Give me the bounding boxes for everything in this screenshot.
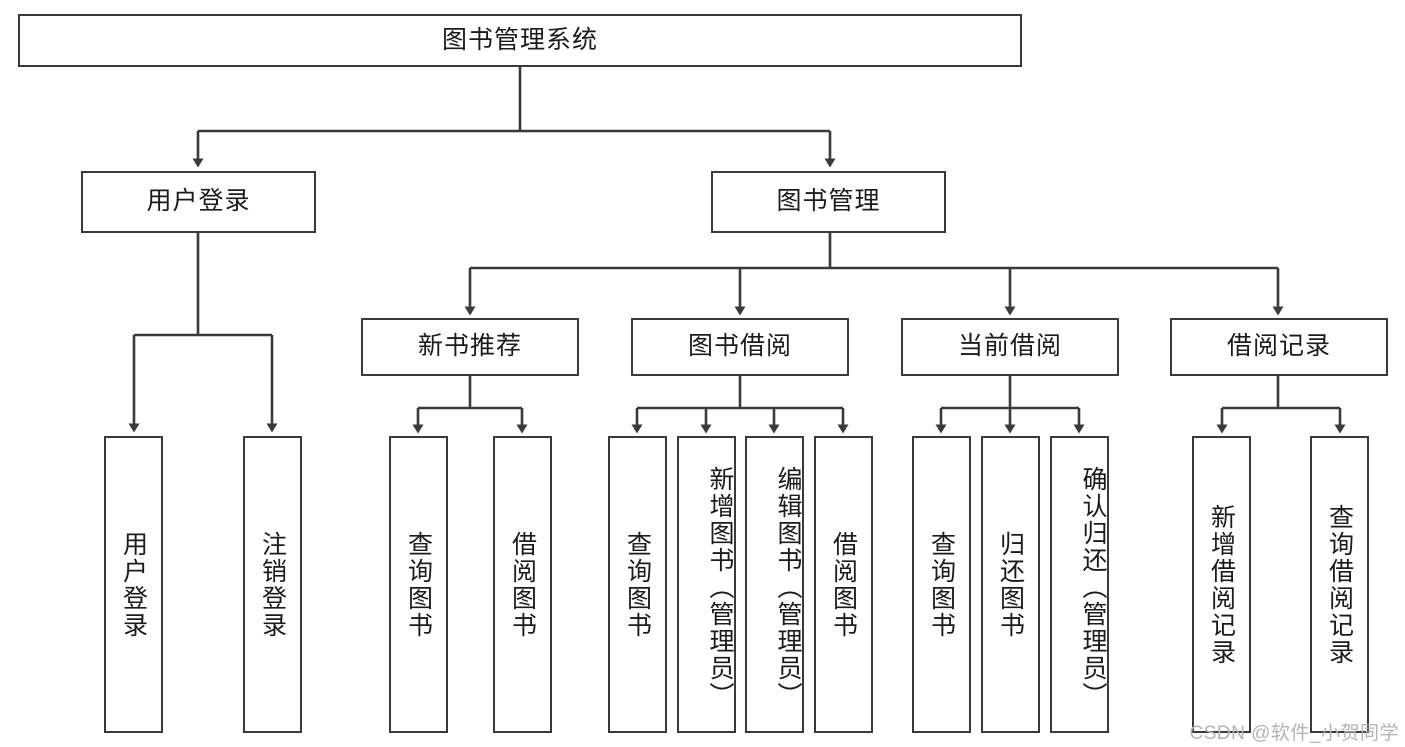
leaf-book-borrow-query-book[interactable]: 查询图书	[608, 436, 667, 733]
node-label: 新增图书（管理员）	[706, 466, 734, 709]
node-label: 用户登录	[119, 530, 148, 639]
node-label: 编辑图书（管理员）	[774, 466, 802, 709]
node-label: 新增借阅记录	[1207, 503, 1236, 666]
leaf-borrow-record-query-record[interactable]: 查询借阅记录	[1310, 436, 1369, 733]
leaf-new-book-borrow-book[interactable]: 借阅图书	[493, 436, 552, 733]
leaf-new-book-query-book[interactable]: 查询图书	[389, 436, 448, 733]
node-label: 新书推荐	[417, 332, 522, 361]
leaf-book-borrow-borrow-book[interactable]: 借阅图书	[814, 436, 873, 733]
node-label: 查询图书	[404, 530, 433, 639]
node-book-borrow[interactable]: 图书借阅	[631, 318, 849, 376]
leaf-current-borrow-return-book[interactable]: 归还图书	[981, 436, 1040, 733]
node-book-management[interactable]: 图书管理	[711, 171, 946, 233]
node-label: 查询图书	[927, 530, 956, 639]
node-label: 当前借阅	[957, 332, 1062, 361]
node-user-login[interactable]: 用户登录	[81, 171, 316, 233]
node-borrow-record[interactable]: 借阅记录	[1170, 318, 1388, 376]
node-label: 图书借阅	[687, 332, 792, 361]
node-new-book-recommend[interactable]: 新书推荐	[361, 318, 579, 376]
node-root-book-management-system[interactable]: 图书管理系统	[18, 14, 1022, 67]
node-label: 借阅图书	[508, 530, 537, 639]
node-label: 查询借阅记录	[1325, 503, 1354, 666]
leaf-current-borrow-query-book[interactable]: 查询图书	[912, 436, 971, 733]
node-current-borrow[interactable]: 当前借阅	[901, 318, 1119, 376]
leaf-user-login-login[interactable]: 用户登录	[104, 436, 163, 733]
node-label: 归还图书	[996, 530, 1025, 639]
leaf-user-login-logout[interactable]: 注销登录	[243, 436, 302, 733]
node-label: 用户登录	[146, 187, 251, 216]
node-label: 借阅图书	[829, 530, 858, 639]
leaf-borrow-record-add-record[interactable]: 新增借阅记录	[1192, 436, 1251, 733]
node-label: 注销登录	[258, 530, 287, 639]
leaf-current-borrow-confirm-return-admin[interactable]: 确认归还（管理员）	[1050, 436, 1109, 733]
node-label: 图书管理	[776, 187, 881, 216]
node-label: 确认归还（管理员）	[1079, 466, 1107, 709]
node-label: 图书管理系统	[441, 25, 598, 54]
csdn-watermark: CSDN @软件_小贺同学	[1189, 723, 1399, 744]
node-label: 借阅记录	[1226, 332, 1331, 361]
leaf-book-borrow-edit-book-admin[interactable]: 编辑图书（管理员）	[745, 436, 804, 733]
leaf-book-borrow-add-book-admin[interactable]: 新增图书（管理员）	[677, 436, 736, 733]
node-label: 查询图书	[623, 530, 652, 639]
